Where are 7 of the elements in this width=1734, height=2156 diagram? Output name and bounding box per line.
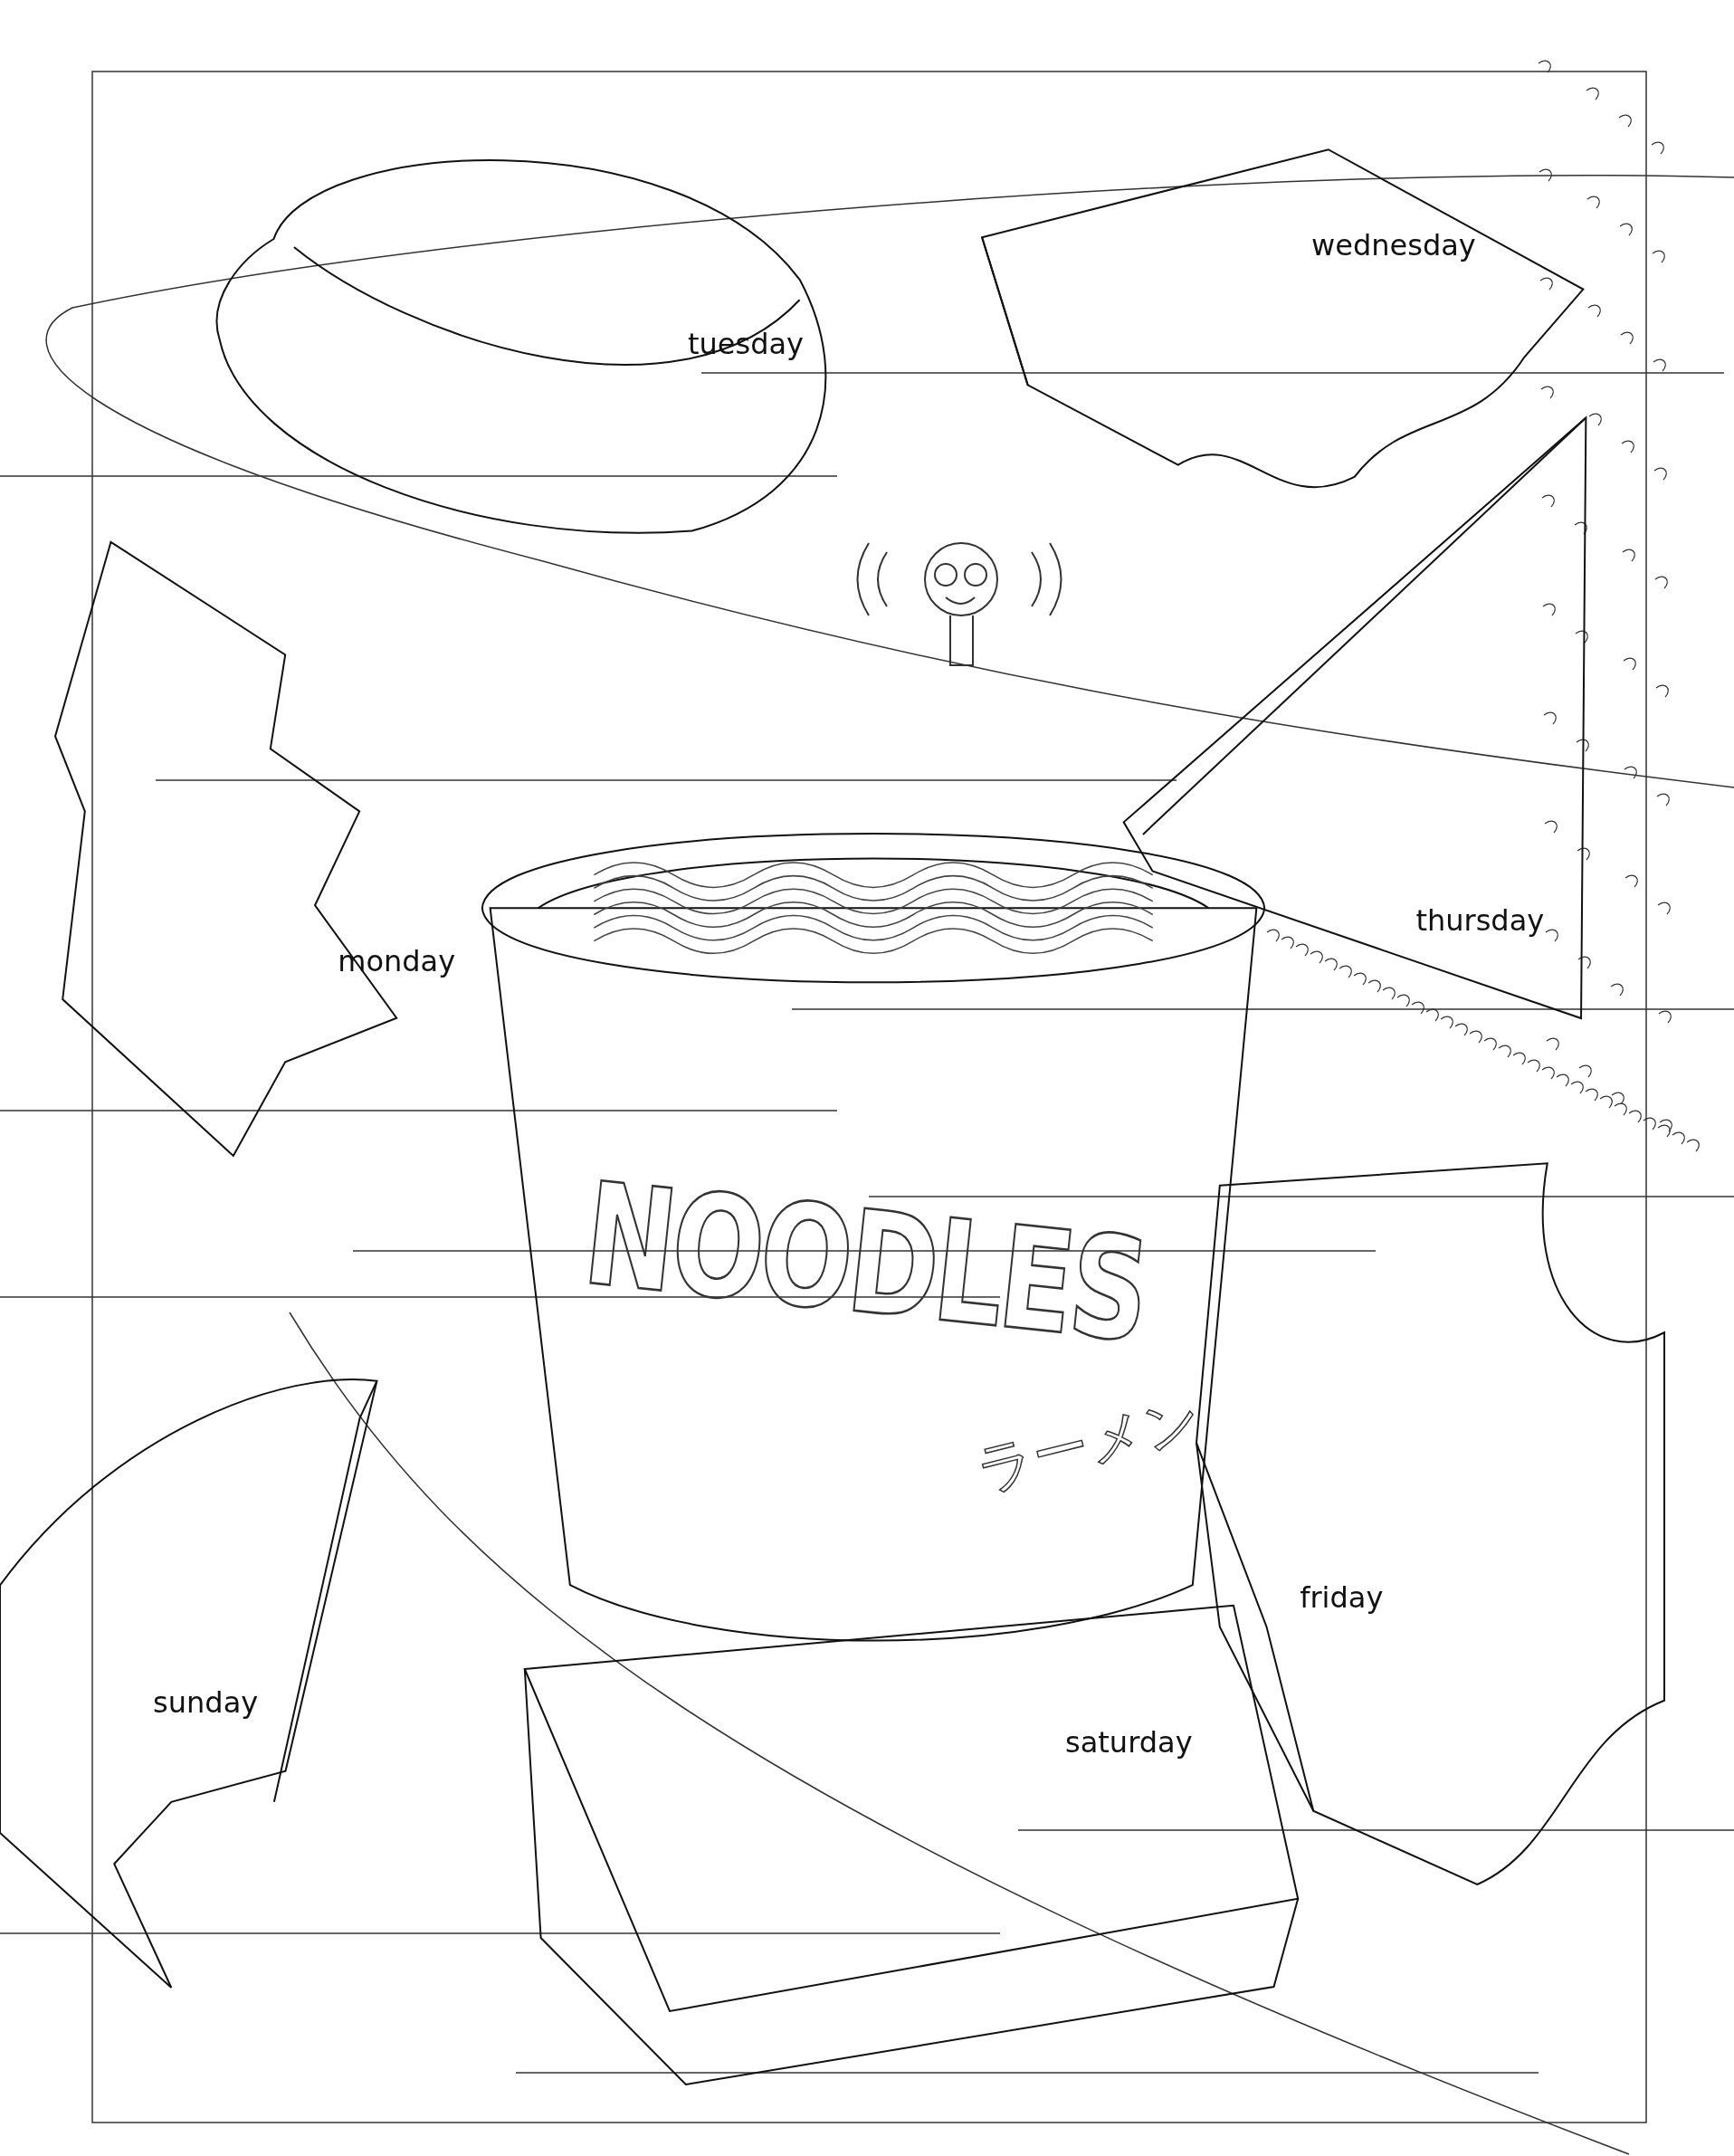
day-label: friday [1300, 1579, 1384, 1615]
day-label: wednesday [1311, 228, 1476, 263]
product-title: NOODLES [576, 1152, 1154, 1374]
day-label: sunday [153, 1685, 259, 1721]
product-subtitle: ラーメン [969, 1383, 1208, 1506]
day-label: thursday [1415, 902, 1545, 938]
day-label: saturday [1065, 1725, 1193, 1760]
